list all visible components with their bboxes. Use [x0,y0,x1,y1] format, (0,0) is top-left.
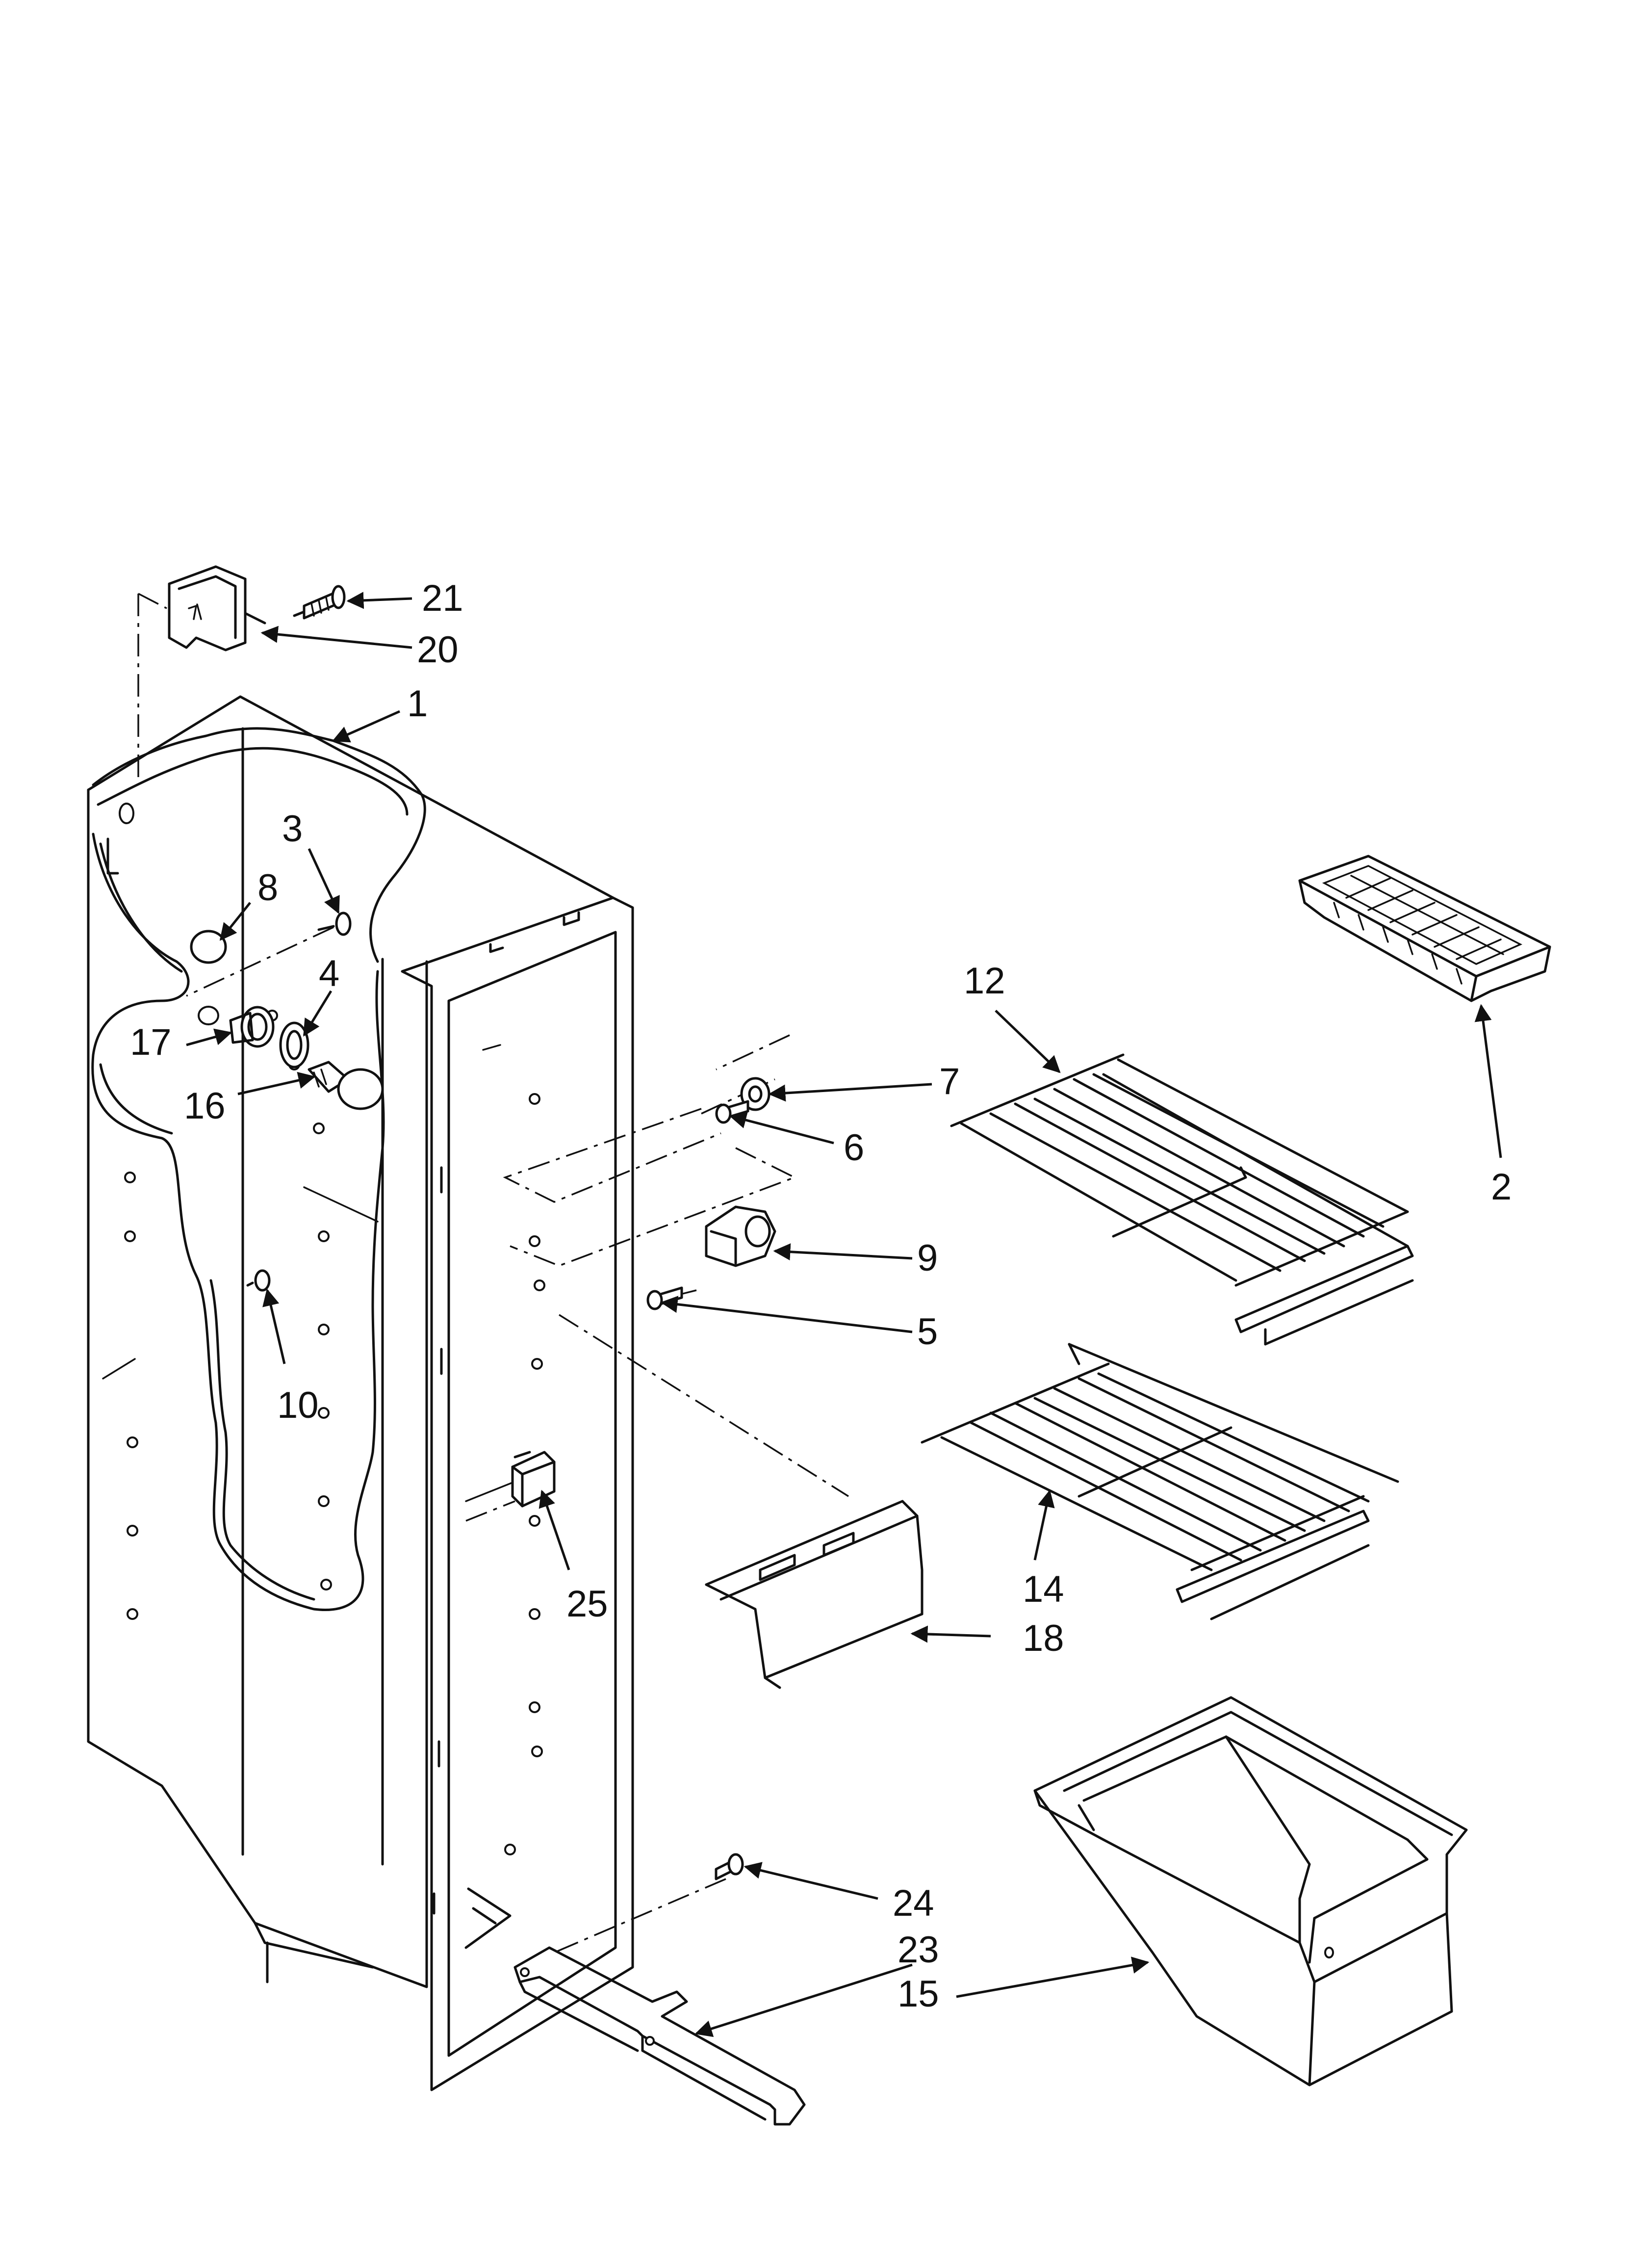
callout-9: 9 [917,1237,938,1279]
screw-24 [715,1853,744,1880]
callout-16: 16 [184,1085,226,1127]
callout-20: 20 [417,629,459,671]
light-bracket [168,565,266,652]
shelf-rail-23 [513,1946,806,2126]
leader-lines [186,592,1502,2037]
callout-5: 5 [917,1311,938,1353]
callout-2: 2 [1491,1166,1512,1208]
callout-24: 24 [893,1882,934,1924]
callout-4: 4 [319,953,339,994]
screw-6 [715,1100,749,1124]
switch-25 [511,1451,556,1508]
storage-bin [1033,1696,1468,2086]
callout-25: 25 [566,1583,608,1625]
screw-5 [646,1286,683,1310]
callout-12: 12 [964,960,1005,1002]
callout-8: 8 [257,867,278,909]
callout-15: 15 [898,1973,939,2015]
callout-10: 10 [277,1384,319,1426]
callout-labels: 21 20 1 3 8 4 17 16 10 7 6 9 5 25 12 2 1… [130,577,1512,2015]
shelf-support-9 [705,1205,776,1267]
assembly-lines [137,593,849,1954]
callout-17: 17 [130,1021,172,1063]
plug-8 [190,930,227,964]
freezer-liner [87,695,634,2091]
screw-3 [317,912,352,936]
callout-21: 21 [422,577,463,619]
shelf-rail-18 [705,1500,924,1689]
callout-18: 18 [1023,1617,1064,1659]
screw-10 [246,1269,271,1292]
wire-shelf-12 [950,1053,1414,1346]
callout-7: 7 [939,1061,960,1102]
callout-23: 23 [898,1929,939,1971]
ice-cube-tray [1298,855,1551,1002]
callout-3: 3 [282,808,303,850]
callout-6: 6 [844,1127,864,1169]
light-shield-4 [279,1021,309,1069]
callout-1: 1 [407,683,428,725]
wire-shelf-14 [921,1343,1399,1620]
screw-21 [293,585,346,620]
light-bulb-16 [308,1061,384,1110]
light-socket-17 [229,1006,275,1048]
callout-14: 14 [1023,1568,1064,1610]
